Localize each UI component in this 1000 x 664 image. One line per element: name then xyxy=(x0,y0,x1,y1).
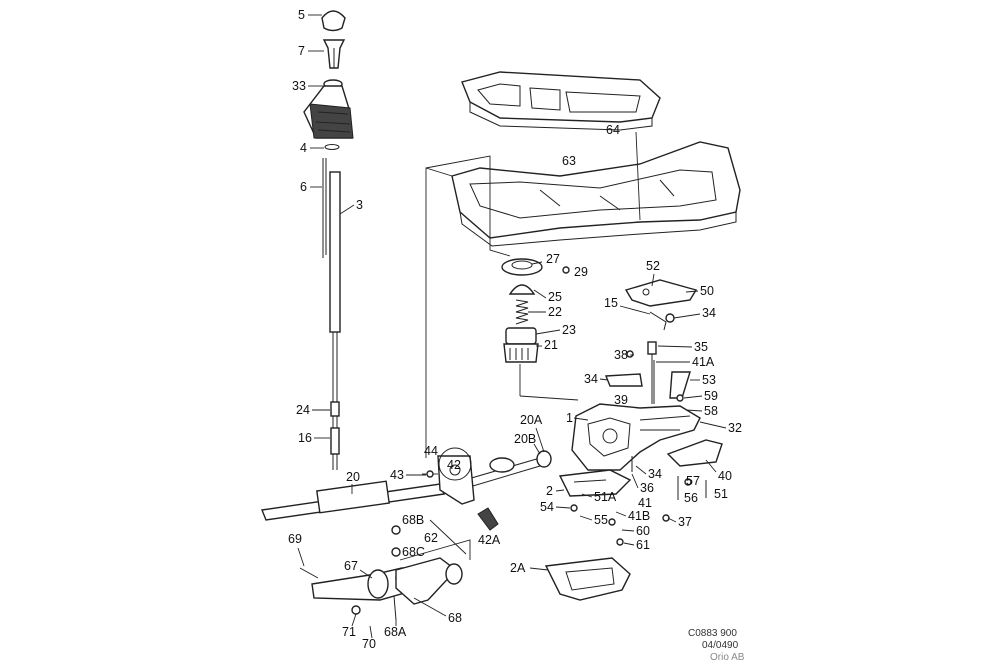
label-37: 37 xyxy=(678,515,692,529)
label-70: 70 xyxy=(362,637,376,651)
label-43: 43 xyxy=(390,468,404,482)
gear-housing xyxy=(571,403,727,471)
label-1: 1 xyxy=(566,411,573,425)
label-50: 50 xyxy=(700,284,714,298)
label-4: 4 xyxy=(300,141,307,155)
label-51A: 51A xyxy=(594,490,617,504)
label-53: 53 xyxy=(702,373,716,387)
coil-spring xyxy=(515,299,529,325)
spring-plate xyxy=(501,258,543,276)
label-39: 39 xyxy=(614,393,628,407)
shaft-joint-42 xyxy=(422,447,475,505)
console-cover xyxy=(461,71,661,131)
shift-rod xyxy=(322,144,341,470)
part-labels: 5 7 33 4 6 3 24 16 20 44 43 42 42A 68B 6… xyxy=(288,8,742,651)
label-51: 51 xyxy=(714,487,728,501)
dome-cap xyxy=(508,284,536,295)
label-56: 56 xyxy=(684,491,698,505)
reference-code: C0883 900 xyxy=(688,628,737,639)
label-67: 67 xyxy=(344,559,358,573)
label-54: 54 xyxy=(540,500,554,514)
label-68B: 68B xyxy=(402,513,424,527)
label-27: 27 xyxy=(546,252,560,266)
label-60: 60 xyxy=(636,524,650,538)
label-5: 5 xyxy=(298,8,305,22)
label-20A: 20A xyxy=(520,413,543,427)
label-20B: 20B xyxy=(514,432,536,446)
label-3: 3 xyxy=(356,198,363,212)
lower-bracket-2 xyxy=(558,469,632,497)
pivot-arm xyxy=(647,311,675,404)
label-57: 57 xyxy=(686,474,700,488)
base-plate-2A xyxy=(544,557,631,601)
label-69: 69 xyxy=(288,532,302,546)
label-61: 61 xyxy=(636,538,650,552)
label-68: 68 xyxy=(448,611,462,625)
label-2: 2 xyxy=(546,484,553,498)
reference-block: C0883 900 04/0490 Orio AB xyxy=(688,628,745,663)
label-2A: 2A xyxy=(510,561,526,575)
reference-company: Orio AB xyxy=(710,652,745,663)
reference-date: 04/0490 xyxy=(702,640,739,651)
label-71: 71 xyxy=(342,625,356,639)
cable-end-40 xyxy=(666,439,723,467)
label-41: 41 xyxy=(638,496,652,510)
label-58: 58 xyxy=(704,404,718,418)
bracket-50 xyxy=(624,279,698,307)
label-68A: 68A xyxy=(384,625,407,639)
label-15: 15 xyxy=(604,296,618,310)
label-16: 16 xyxy=(298,431,312,445)
label-7: 7 xyxy=(298,44,305,58)
label-55: 55 xyxy=(594,513,608,527)
label-34-mid: 34 xyxy=(584,372,598,386)
label-42A: 42A xyxy=(478,533,501,547)
fasteners xyxy=(391,266,707,557)
label-62: 62 xyxy=(424,531,438,545)
gaiter-boot xyxy=(303,79,354,139)
label-63: 63 xyxy=(562,154,576,168)
label-32: 32 xyxy=(728,421,742,435)
label-33: 33 xyxy=(292,79,306,93)
small-link xyxy=(604,371,691,399)
console-frame xyxy=(451,141,741,247)
label-34-top: 34 xyxy=(702,306,716,320)
lock-housing xyxy=(503,327,539,363)
label-35: 35 xyxy=(694,340,708,354)
label-21: 21 xyxy=(544,338,558,352)
label-59: 59 xyxy=(704,389,718,403)
label-34-low: 34 xyxy=(648,467,662,481)
label-64: 64 xyxy=(606,123,620,137)
label-41B: 41B xyxy=(628,509,650,523)
guide-lines-upper xyxy=(425,131,641,458)
lower-linkage xyxy=(299,519,471,621)
label-68C: 68C xyxy=(402,545,425,559)
label-20: 20 xyxy=(346,470,360,484)
label-24: 24 xyxy=(296,403,310,417)
knob-sleeve xyxy=(322,39,346,69)
label-38: 38 xyxy=(614,348,628,362)
label-6: 6 xyxy=(300,180,307,194)
label-23: 23 xyxy=(562,323,576,337)
label-29: 29 xyxy=(574,265,588,279)
label-40: 40 xyxy=(718,469,732,483)
label-52: 52 xyxy=(646,259,660,273)
label-36: 36 xyxy=(640,481,654,495)
label-25: 25 xyxy=(548,290,562,304)
label-41A: 41A xyxy=(692,355,715,369)
label-22: 22 xyxy=(548,305,562,319)
label-44: 44 xyxy=(424,444,438,458)
gear-knob xyxy=(321,10,346,32)
spring-42A xyxy=(477,507,499,531)
label-42: 42 xyxy=(447,458,461,472)
shift-shaft xyxy=(261,450,552,521)
